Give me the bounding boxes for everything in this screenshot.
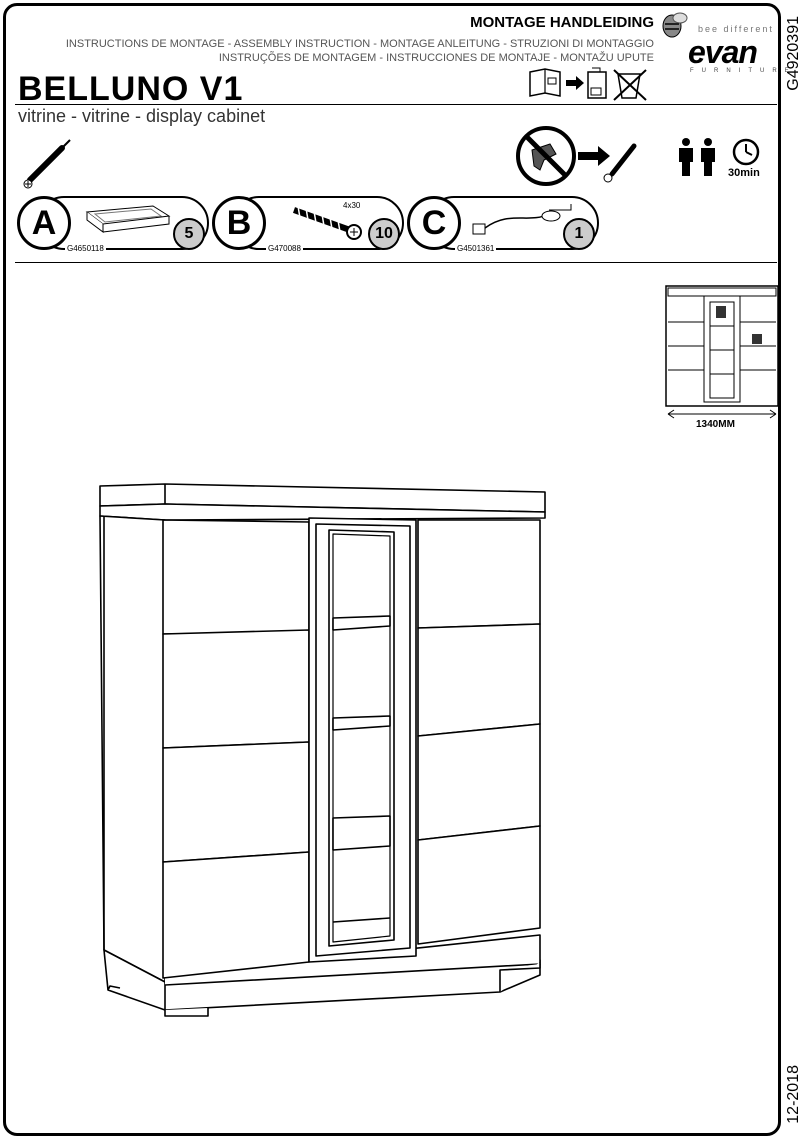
manual-icons [529,67,647,101]
screw-icon [292,205,362,240]
open-book-icon [529,68,561,97]
part-code: G4650118 [65,244,106,253]
languages-line-1: INSTRUCTIONS DE MONTAGE - ASSEMBLY INSTR… [65,38,654,50]
part-code: G470088 [266,244,303,253]
brand-tagline: bee different [698,24,774,34]
product-model: BELLUNO V1 [18,70,244,108]
product-description: vitrine - vitrine - display cabinet [18,106,266,126]
document-code: G4920391 [785,16,802,91]
bee-icon [662,12,688,38]
document-date: 12-2018 [785,1065,802,1124]
screw-size: 4x30 [343,201,361,210]
brand-logo: bee different evan FURNITURE [660,10,789,74]
languages-line-2: INSTRUÇÕES DE MONTAGEM - INSTRUCCIONES D… [218,52,654,64]
part-letter: A [17,196,71,250]
assembly-time: 30min [728,167,760,179]
part-a: A G4650118 5 [17,196,209,254]
part-quantity: 1 [563,218,595,250]
cabinet-overview-thumbnail [665,285,779,419]
part-quantity: 10 [368,218,400,250]
led-light-cable-icon [472,204,572,235]
two-people-icon [679,138,715,176]
side-strip: G4920391 12-2018 [781,6,805,1134]
part-c: C G4501361 1 [407,196,599,254]
parts-divider [15,262,777,263]
folder-binder-icon [587,67,607,99]
arrow-right-icon [566,76,584,90]
no-trash-icon [613,69,647,101]
width-dimension: 1340MM [696,419,735,430]
part-letter: B [212,196,266,250]
part-letter: C [407,196,461,250]
part-quantity: 5 [173,218,205,250]
shelf-tray-icon [85,205,171,233]
brand-name: evan [688,34,758,70]
brand-sub: FURNITURE [690,68,797,74]
manual-title: MONTAGE HANDLEIDING [470,14,654,31]
part-b: B G470088 10 [212,196,404,254]
part-code: G4501361 [455,244,497,253]
display-cabinet-drawing [99,483,546,1017]
clock-icon [732,138,760,166]
page-frame [3,3,781,1136]
header-divider [15,104,777,105]
screwdriver-icon [23,139,71,189]
no-power-drill-icon [516,126,637,186]
